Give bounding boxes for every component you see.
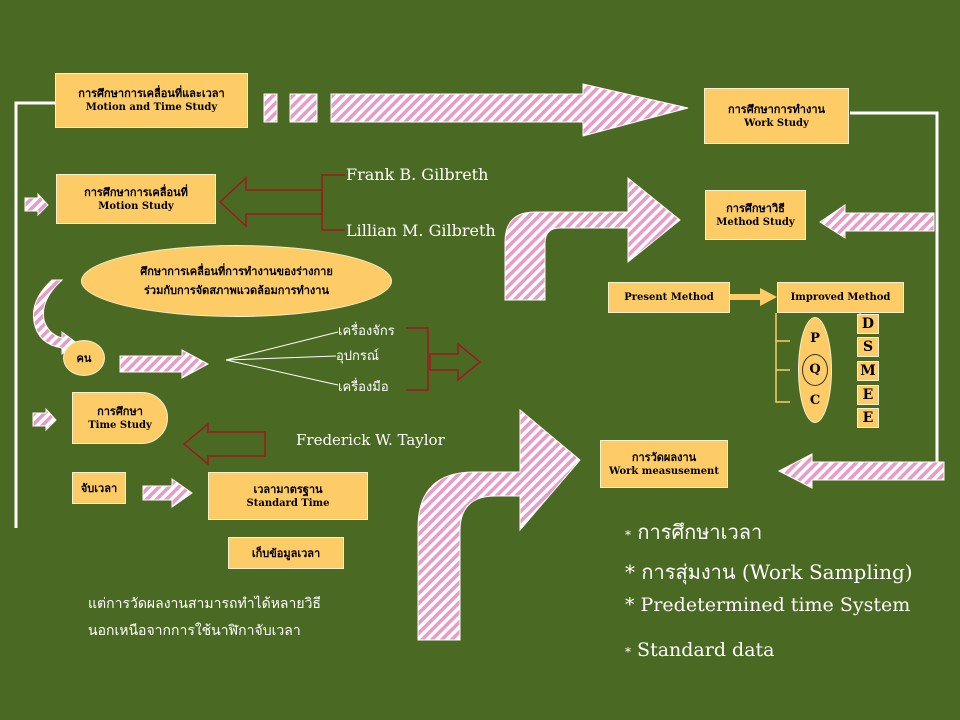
motion-study-th: การศึกษาการเคลื่อนที่ [84, 185, 188, 199]
gilbreth-frank-label: Frank B. Gilbreth [346, 165, 489, 184]
dsmee-e2: E [857, 408, 879, 428]
work-measurement-th: การวัดผลงาน [631, 450, 697, 464]
improved-method-box: Improved Method [777, 282, 904, 313]
taylor-label: Frederick W. Taylor [296, 431, 445, 449]
method-study-box: การศึกษาวิธี Method Study [705, 190, 806, 240]
pqc-c: C [809, 393, 821, 408]
dsmee-e1: E [857, 385, 879, 405]
method-bullet: * [625, 594, 635, 616]
method-study-th: การศึกษาวิธี [726, 201, 785, 215]
method-item: * การสุ่มงาน (Work Sampling) [625, 556, 913, 588]
standard-time-en: Standard Time [246, 497, 330, 509]
standard-time-box: เวลามาตรฐาน Standard Time [208, 472, 368, 520]
pqc-q: Q [802, 354, 828, 386]
work-study-th: การศึกษาการทำงาน [727, 102, 826, 116]
pqc-p: P [810, 331, 820, 346]
method-item: * Standard data [625, 639, 775, 661]
curved-arrow-method [504, 176, 681, 301]
dsmee-s: S [857, 337, 879, 357]
present-method-label: Present Method [624, 291, 714, 303]
standard-time-th: เวลามาตรฐาน [253, 482, 323, 496]
motion-study-box: การศึกษาการเคลื่อนที่ Motion Study [56, 174, 216, 224]
method-bullet: * [625, 560, 635, 584]
method-bullet: * [625, 645, 631, 659]
collect-time-data-label: เก็บข้อมูลเวลา [251, 547, 321, 560]
side-arrows [24, 192, 945, 508]
motion-time-study-en: Motion and Time Study [85, 102, 218, 113]
dsmee-d: D [857, 314, 879, 334]
present-method-box: Present Method [608, 282, 730, 313]
frame-lines [14, 101, 939, 528]
method-text: การสุ่มงาน (Work Sampling) [641, 560, 913, 584]
left-outline-arrows [182, 176, 482, 466]
method-text: Predetermined time System [640, 594, 911, 616]
tool-fan-lines [225, 331, 339, 386]
ellipse-line2: ร่วมกับการจัดสภาพแวดล้อมการทำงาน [144, 284, 329, 297]
tool-machine-label: เครื่องจักร [338, 324, 395, 339]
person-badge: คน [63, 340, 105, 376]
top-long-arrow [263, 83, 689, 137]
person-label: คน [76, 351, 92, 365]
work-measurement-en: Work measusement [609, 465, 719, 477]
method-item: * Predetermined time System [625, 594, 910, 616]
method-item: * การศึกษาเวลา [625, 516, 762, 548]
ellipse-line1: ศึกษาการเคลื่อนที่การทำงานของร่างกาย [140, 265, 333, 278]
method-text: การศึกษาเวลา [637, 520, 763, 544]
method-text: Standard data [637, 639, 775, 661]
note-line1: แต่การวัดผลงานสามารถทำได้หลายวิธี [88, 596, 321, 612]
work-study-box: การศึกษาการทำงาน Work Study [704, 88, 849, 144]
dsmee-m: M [857, 361, 879, 381]
motion-study-en: Motion Study [98, 200, 174, 212]
collect-time-data-box: เก็บข้อมูลเวลา [228, 537, 344, 569]
curved-arrow-measurement [417, 408, 581, 641]
method-study-en: Method Study [716, 216, 795, 228]
note-line2: นอกเหนือจากการใช้นาฬิกาจับเวลา [88, 623, 301, 639]
motion-time-study-th: การศึกษาการเคลื่อนที่และเวลา [78, 87, 225, 100]
motion-time-study-box: การศึกษาการเคลื่อนที่และเวลา Motion and … [55, 73, 248, 128]
body-motion-ellipse: ศึกษาการเคลื่อนที่การทำงานของร่างกาย ร่ว… [81, 245, 392, 317]
tool-instrument-label: เครื่องมือ [338, 380, 389, 395]
time-study-th: การศึกษา [97, 404, 143, 418]
time-study-en: Time Study [88, 419, 152, 431]
bracket-lines [321, 174, 429, 391]
work-measurement-box: การวัดผลงาน Work measusement [600, 440, 728, 488]
present-to-improved-arrow [730, 288, 777, 306]
time-study-box: การศึกษา Time Study [72, 392, 168, 444]
timing-box: จับเวลา [72, 472, 126, 504]
improved-method-label: Improved Method [790, 291, 891, 303]
method-bullet: * [625, 528, 631, 542]
timing-label: จับเวลา [80, 482, 118, 495]
pqc-ellipse: P Q C [798, 317, 832, 423]
work-study-en: Work Study [744, 117, 809, 129]
gilbreth-lillian-label: Lillian M. Gilbreth [346, 221, 496, 240]
tool-equipment-label: อุปกรณ์ [336, 349, 379, 364]
